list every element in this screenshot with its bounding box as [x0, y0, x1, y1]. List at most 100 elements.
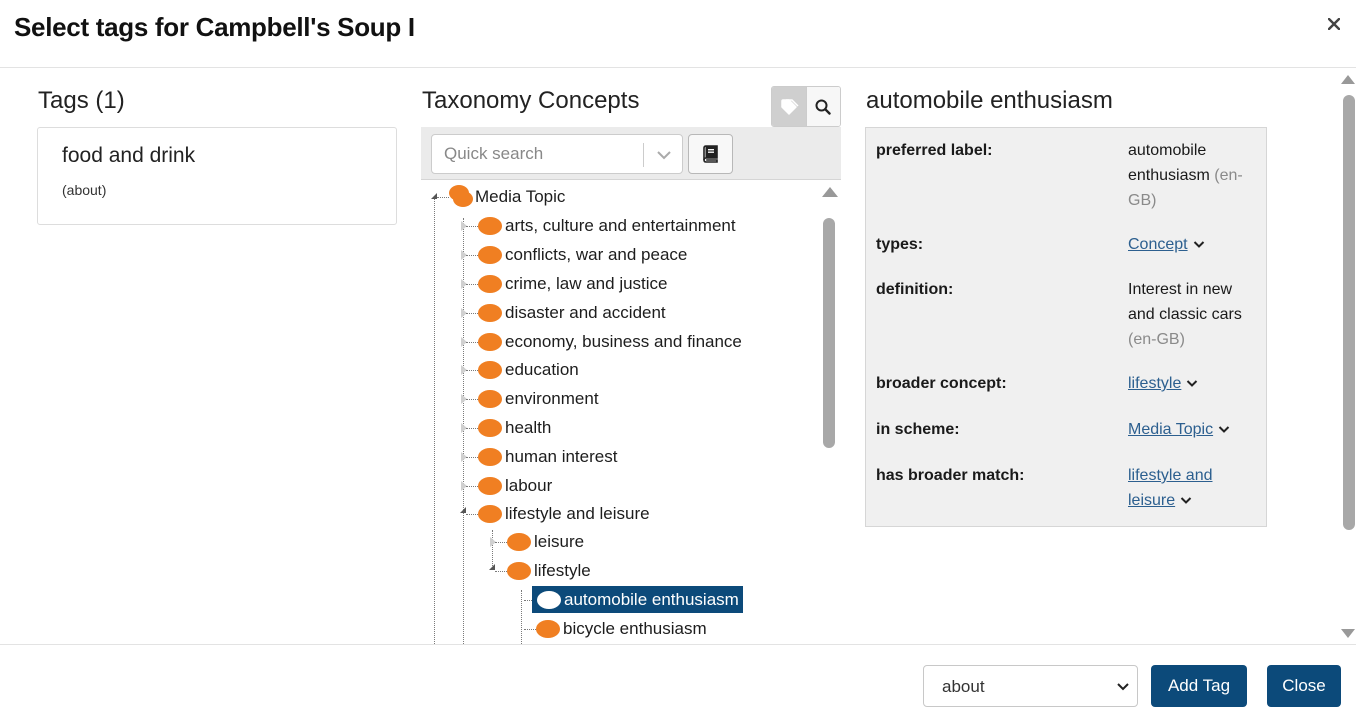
tag-icon [781, 98, 799, 115]
tree-node-label: leisure [534, 532, 585, 551]
preferred-label-text: automobile enthusiasm [1128, 142, 1210, 184]
chevron-down-icon[interactable] [654, 145, 674, 165]
tree-guide [524, 629, 536, 630]
chevron-down-icon[interactable] [1180, 496, 1192, 505]
search-icon [815, 99, 832, 115]
tree-node-label: health [505, 418, 552, 437]
expand-toggle[interactable] [461, 250, 467, 260]
tree-node[interactable]: environment [478, 387, 599, 411]
expand-toggle[interactable] [461, 365, 467, 375]
concept-icon [478, 246, 502, 264]
expand-toggle[interactable] [461, 279, 467, 289]
search-mode-button[interactable] [805, 87, 840, 126]
concept-icon [478, 390, 502, 408]
dialog-scroll-down-arrow[interactable] [1341, 629, 1355, 638]
tree-node-label: labour [505, 476, 553, 495]
scheme-link[interactable]: Media Topic [1128, 421, 1214, 438]
prop-value-preferred: automobile enthusiasm (en-GB) [1128, 138, 1262, 213]
tree-node-label: automobile enthusiasm [564, 589, 739, 609]
prop-value-broader: lifestyle [1128, 371, 1262, 396]
tree-node[interactable]: economy, business and finance [478, 330, 742, 354]
browse-vocabulary-button[interactable] [688, 134, 733, 174]
tree-node[interactable]: education [478, 358, 579, 382]
tree-node[interactable]: bicycle enthusiasm [536, 617, 707, 641]
expand-toggle[interactable] [431, 193, 437, 199]
dialog-scrollbar-thumb[interactable] [1343, 95, 1355, 530]
tree-guide [495, 571, 507, 572]
tree-guide [434, 196, 435, 644]
tree-guide [466, 428, 478, 429]
tree-node-media-topic[interactable]: Media Topic [475, 185, 565, 209]
concept-icon [478, 304, 502, 322]
quick-search-box[interactable] [431, 134, 683, 174]
tree-node-automobile-enthusiasm[interactable]: automobile enthusiasm [532, 586, 743, 613]
tree-node-label: Media Topic [475, 187, 566, 206]
tree-node[interactable]: disaster and accident [478, 301, 666, 325]
broader-concept-link[interactable]: lifestyle [1128, 375, 1182, 392]
tags-heading: Tags (1) [38, 87, 125, 114]
tree-guide [466, 457, 478, 458]
definition-text: Interest in new and classic cars [1128, 281, 1242, 323]
tree-node[interactable]: crime, law and justice [478, 272, 668, 296]
concept-icon [536, 620, 560, 638]
taxonomy-tree: Media Topic arts, culture and entertainm… [421, 180, 841, 644]
tree-guide [495, 542, 507, 543]
tree-node[interactable]: human interest [478, 445, 617, 469]
view-mode-toggle [771, 86, 841, 127]
tree-guide [492, 530, 493, 570]
prop-label-scheme: in scheme: [876, 421, 960, 438]
prop-value-definition: Interest in new and classic cars (en-GB) [1128, 277, 1262, 352]
concept-icon [478, 361, 502, 379]
concept-icon [478, 217, 502, 235]
tree-guide [466, 514, 478, 515]
tree-scrollbar-thumb[interactable] [823, 218, 835, 448]
tree-guide [524, 600, 532, 601]
expand-toggle[interactable] [461, 221, 467, 231]
tree-scroll-up-arrow[interactable] [822, 187, 838, 197]
taxonomy-heading: Taxonomy Concepts [422, 87, 640, 114]
expand-toggle[interactable] [461, 308, 467, 318]
tree-node[interactable]: labour [478, 474, 552, 498]
add-tag-button[interactable]: Add Tag [1151, 665, 1247, 707]
expand-toggle[interactable] [489, 564, 495, 570]
concept-icon [507, 533, 531, 551]
taxonomy-toolbar [421, 127, 841, 180]
expand-toggle[interactable] [461, 452, 467, 462]
tree-node[interactable]: health [478, 416, 551, 440]
tree-node[interactable]: leisure [507, 530, 584, 554]
expand-toggle[interactable] [461, 423, 467, 433]
chevron-down-icon[interactable] [1193, 240, 1205, 249]
expand-toggle[interactable] [461, 337, 467, 347]
concept-icon [478, 333, 502, 351]
broader-match-link[interactable]: lifestyle and leisure [1128, 467, 1213, 509]
relation-select-value: about [942, 677, 985, 696]
expand-toggle[interactable] [461, 481, 467, 491]
tag-card[interactable]: food and drink (about) [37, 127, 397, 225]
quick-search-input[interactable] [433, 136, 641, 172]
concept-type-link[interactable]: Concept [1128, 236, 1188, 253]
expand-toggle[interactable] [490, 537, 496, 547]
tree-node-lifestyle[interactable]: lifestyle [507, 559, 591, 583]
close-icon[interactable] [1326, 17, 1342, 34]
chevron-down-icon[interactable] [1186, 379, 1198, 388]
tree-node-label: human interest [505, 447, 618, 466]
concept-icon [478, 419, 502, 437]
tree-node[interactable]: conflicts, war and peace [478, 243, 687, 267]
chevron-down-icon[interactable] [1218, 425, 1230, 434]
dialog-header: Select tags for Campbell's Soup I [0, 0, 1356, 68]
search-separator [643, 143, 644, 167]
tree-node-lifestyle-and-leisure[interactable]: lifestyle and leisure [478, 502, 650, 526]
tree-guide [466, 255, 478, 256]
tag-mode-button[interactable] [772, 87, 806, 126]
expand-toggle[interactable] [461, 394, 467, 404]
close-button[interactable]: Close [1267, 665, 1341, 707]
prop-label-preferred: preferred label: [876, 142, 993, 159]
tree-node-label: conflicts, war and peace [505, 245, 688, 264]
prop-label-broader: broader concept: [876, 375, 1007, 392]
relation-select[interactable]: about [923, 665, 1138, 707]
concept-icon [478, 505, 502, 523]
tree-node[interactable]: arts, culture and entertainment [478, 214, 736, 238]
expand-toggle[interactable] [460, 507, 466, 513]
dialog-scroll-up-arrow[interactable] [1341, 75, 1355, 84]
concept-icon [537, 590, 561, 609]
